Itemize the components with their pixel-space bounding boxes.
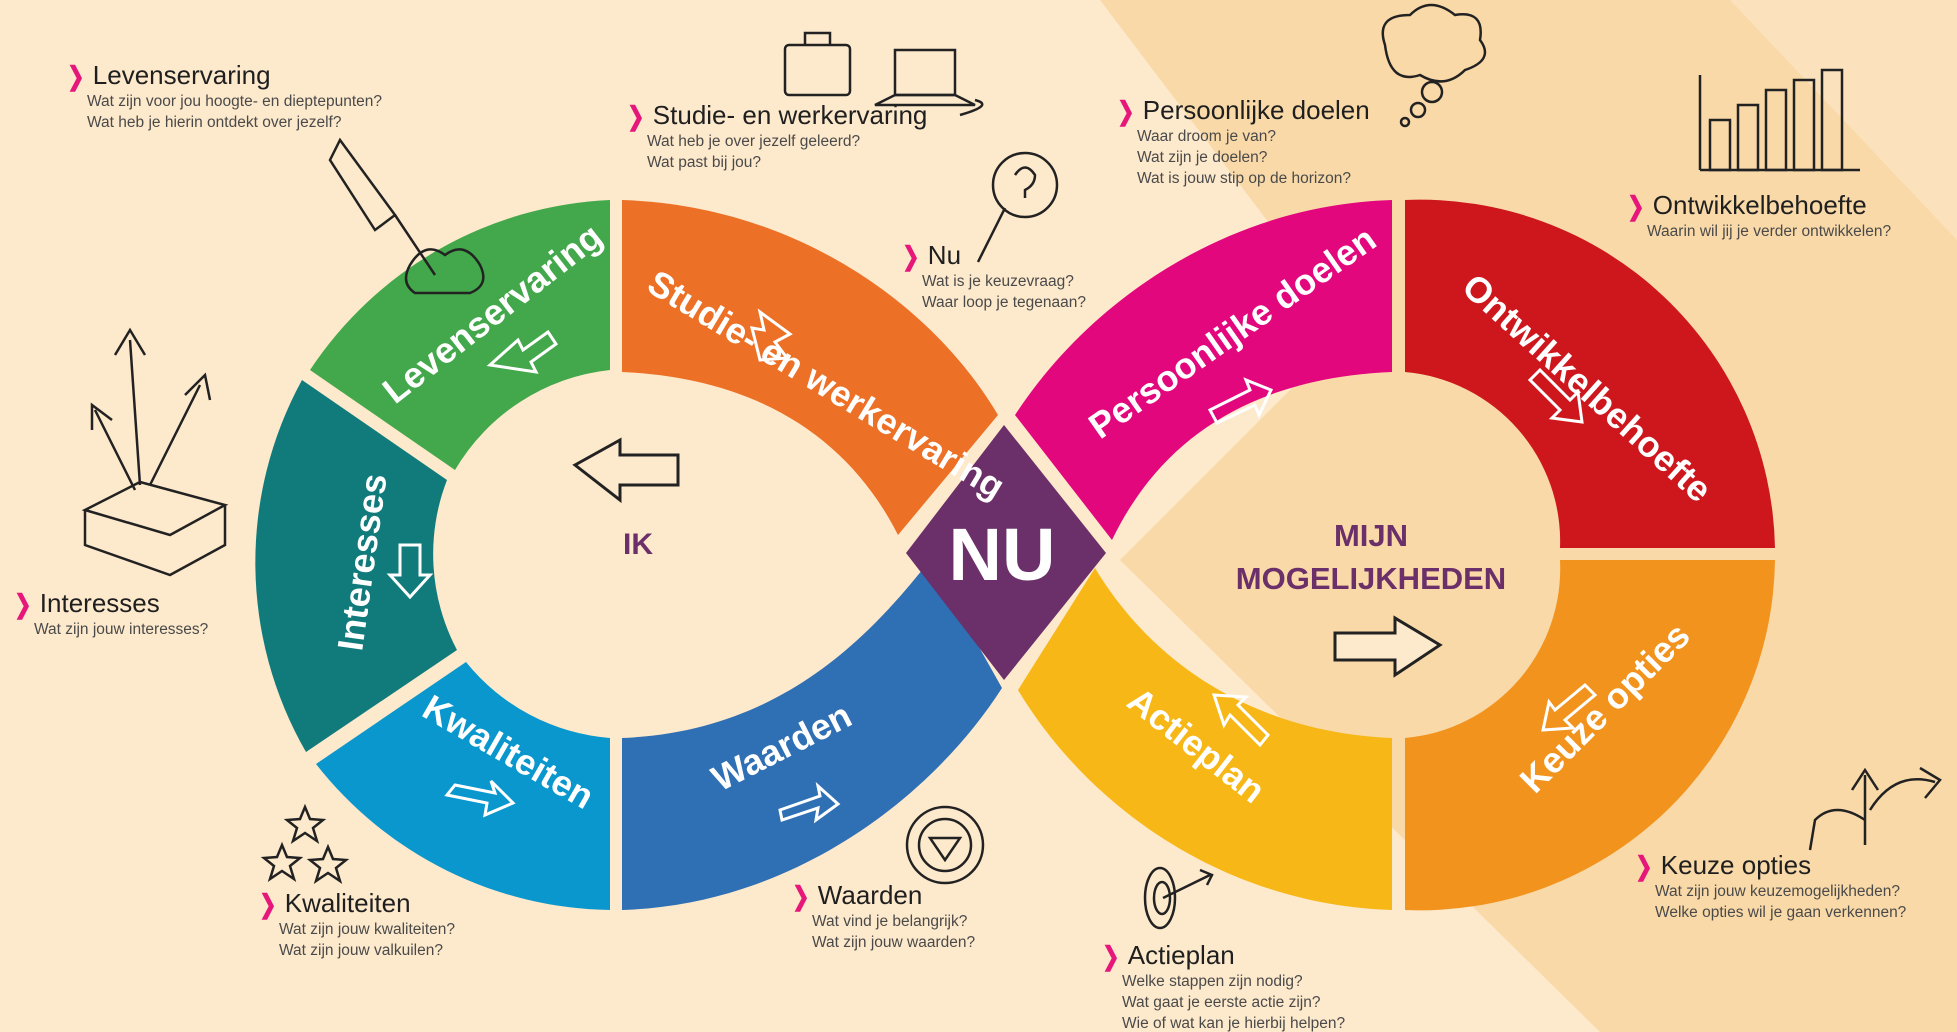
- callout-title: Studie- en werkervaring: [652, 100, 928, 130]
- segment-arrows: [386, 308, 1598, 824]
- arrow-icon: [749, 308, 793, 362]
- callout-studie: ❯Studie- en werkervaring Wat heb je over…: [625, 100, 927, 173]
- doodles: [81, 3, 1942, 930]
- laptop-icon: [874, 48, 984, 117]
- callout-question: Welke opties wil je gaan verkennen?: [1655, 904, 1907, 921]
- chevron-right-icon: ❯: [14, 588, 32, 619]
- chevron-right-icon: ❯: [1117, 95, 1135, 126]
- callout-question: Welke stappen zijn nodig?: [1122, 973, 1303, 990]
- callout-question: Waarin wil jij je verder ontwikkelen?: [1647, 223, 1892, 240]
- callout-title: Ontwikkelbehoefte: [1652, 190, 1867, 220]
- chevron-right-icon: ❯: [259, 888, 277, 919]
- right-loop-label-line2: MOGELIJKHEDEN: [1236, 561, 1506, 596]
- callout-levenservaring: ❯Levenservaring Wat zijn voor jou hoogte…: [65, 60, 382, 133]
- segment-keuze-opties: [1405, 560, 1775, 911]
- arrow-icon: [486, 329, 559, 374]
- callout-title: Keuze opties: [1660, 850, 1812, 880]
- segment-ontwikkelbehoefte: [1405, 199, 1775, 548]
- callout-title: Interesses: [39, 588, 160, 618]
- callout-question: Wie of wat kan je hierbij helpen?: [1122, 1015, 1346, 1032]
- callout-question: Wat zijn jouw valkuilen?: [279, 942, 443, 959]
- callout-question: Wat zijn voor jou hoogte- en dieptepunte…: [87, 93, 382, 110]
- callout-interesses: ❯Interesses Wat zijn jouw interesses?: [12, 588, 208, 640]
- callout-question: Wat zijn jouw kwaliteiten?: [279, 921, 456, 938]
- callout-question: Wat heb je over jezelf geleerd?: [647, 133, 861, 150]
- segment-studie-werkervaring: [622, 200, 998, 535]
- arrow-icon: [1541, 682, 1598, 732]
- segment-waarden: [622, 560, 1002, 910]
- callout-waarden: ❯Waarden Wat vind je belangrijk? Wat zij…: [790, 880, 975, 953]
- rocket-icon: [328, 137, 485, 295]
- callout-question: Wat is jouw stip op de horizon?: [1137, 170, 1351, 187]
- chevron-right-icon: ❯: [627, 100, 645, 131]
- segment-actieplan: [1018, 568, 1392, 910]
- callout-title: Nu: [927, 240, 962, 270]
- bar-chart-icon: [1698, 68, 1860, 172]
- callout-question: Wat zijn je doelen?: [1137, 149, 1268, 166]
- callout-question: Wat past bij jou?: [647, 154, 762, 171]
- briefcase-icon: [783, 31, 852, 97]
- background-stripe-light: [1730, 0, 1957, 240]
- callout-kwaliteiten: ❯Kwaliteiten Wat zijn jouw kwaliteiten? …: [257, 888, 455, 961]
- callout-question: Wat zijn jouw interesses?: [34, 621, 209, 638]
- callout-title: Waarden: [817, 880, 923, 910]
- callout-title: Kwaliteiten: [284, 888, 411, 918]
- callout-question: Wat zijn jouw waarden?: [812, 934, 976, 951]
- thought-bubble-icon: [1381, 3, 1487, 128]
- right-loop-label-line1: MIJN: [1334, 518, 1408, 553]
- center-nu-label: NU: [949, 513, 1056, 596]
- chevron-right-icon: ❯: [1627, 190, 1645, 221]
- callout-question: Wat vind je belangrijk?: [812, 913, 968, 930]
- chevron-right-icon: ❯: [1635, 850, 1653, 881]
- magnifier-question-icon: [976, 151, 1059, 263]
- segment-interesses: [255, 380, 457, 752]
- left-pointing-arrow-icon: [572, 437, 680, 504]
- callout-question: Wat heb je hierin ontdekt over jezelf?: [87, 114, 342, 131]
- box-arrows-icon: [81, 327, 229, 577]
- loop-arrows: [572, 437, 1443, 678]
- gear-diamond-icon: [905, 805, 985, 885]
- callout-persoonlijke: ❯Persoonlijke doelen Waar droom je van? …: [1115, 95, 1370, 189]
- callout-keuze: ❯Keuze opties Wat zijn jouw keuzemogelij…: [1633, 850, 1906, 923]
- callout-question: Wat is je keuzevraag?: [922, 273, 1074, 290]
- callout-question: Waar loop je tegenaan?: [922, 294, 1087, 311]
- arrow-icon: [1207, 377, 1274, 425]
- target-icon: [1143, 866, 1214, 930]
- callout-title: Persoonlijke doelen: [1142, 95, 1370, 125]
- chevron-right-icon: ❯: [1102, 940, 1120, 971]
- arrow-icon: [778, 781, 841, 824]
- callout-question: Wat zijn jouw keuzemogelijkheden?: [1655, 883, 1900, 900]
- callout-question: Wat gaat je eerste actie zijn?: [1122, 994, 1321, 1011]
- segment-persoonlijke-doelen: [1015, 200, 1392, 540]
- arrow-icon: [1211, 693, 1271, 748]
- center-nu-diamond: [906, 425, 1106, 680]
- callout-ontwikkel: ❯Ontwikkelbehoefte Waarin wil jij je ver…: [1625, 190, 1891, 242]
- chevron-right-icon: ❯: [792, 880, 810, 911]
- chevron-right-icon: ❯: [67, 60, 85, 91]
- left-loop-label: IK: [623, 528, 653, 561]
- arrow-icon: [386, 543, 434, 600]
- branching-arrows-icon: [1808, 766, 1942, 851]
- callout-title: Actieplan: [1127, 940, 1235, 970]
- right-pointing-arrow-icon: [1333, 615, 1443, 678]
- arrow-icon: [444, 779, 516, 818]
- arrow-icon: [1527, 367, 1584, 424]
- chevron-right-icon: ❯: [902, 240, 920, 271]
- callout-title: Levenservaring: [92, 60, 271, 90]
- segment-levenservaring: [310, 200, 610, 470]
- callout-question: Waar droom je van?: [1137, 128, 1276, 145]
- callout-actieplan: ❯Actieplan Welke stappen zijn nodig? Wat…: [1100, 940, 1345, 1032]
- callout-nu: ❯Nu Wat is je keuzevraag? Waar loop je t…: [900, 240, 1086, 313]
- stars-icon: [260, 803, 350, 884]
